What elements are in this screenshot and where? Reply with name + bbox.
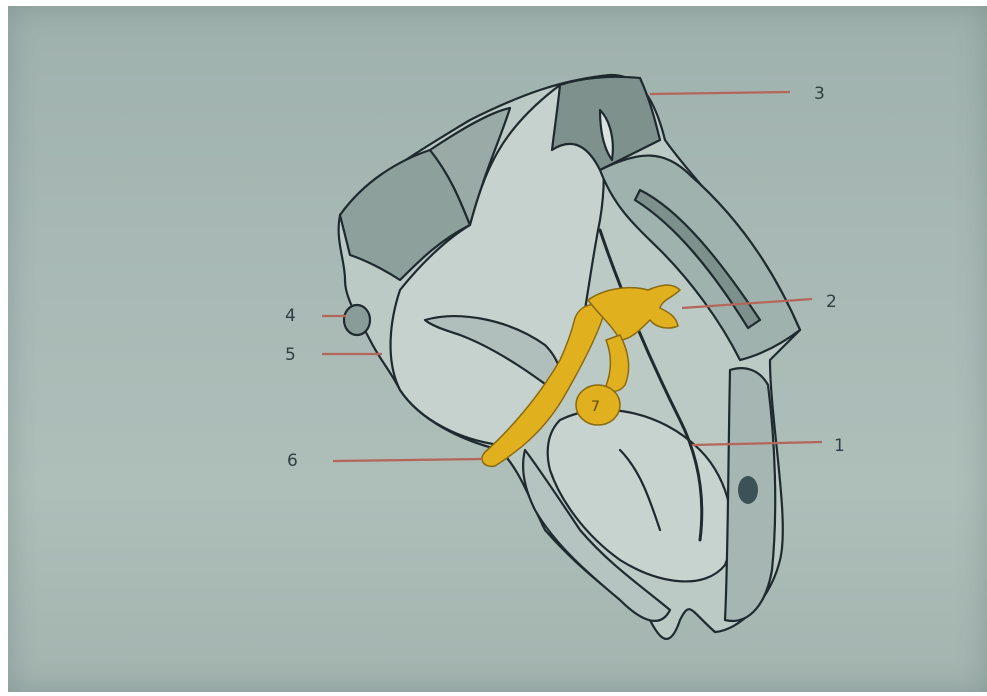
label-1: 1 — [834, 436, 845, 456]
label-6: 6 — [287, 451, 298, 471]
label-7: 7 — [591, 399, 600, 415]
label-5: 5 — [285, 345, 296, 365]
label-4: 4 — [285, 306, 296, 326]
leader-line-3 — [650, 92, 790, 94]
label-3: 3 — [814, 84, 825, 104]
tube-dark-spot — [738, 476, 758, 504]
label-2: 2 — [826, 292, 837, 312]
leader-line-6 — [333, 459, 482, 461]
small-knob — [344, 305, 370, 335]
